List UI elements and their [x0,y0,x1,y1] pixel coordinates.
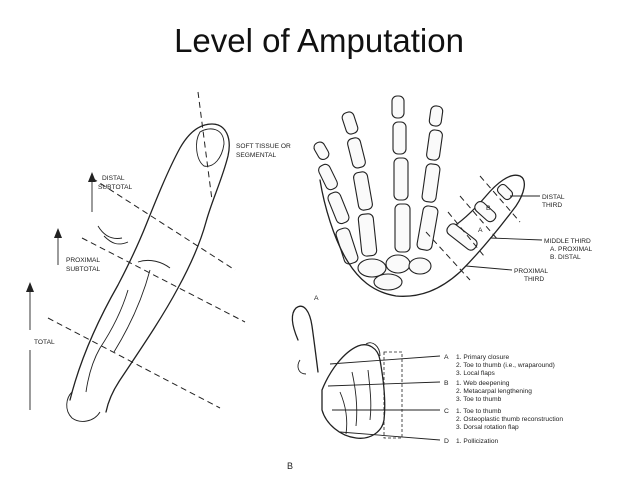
proximal-subtotal-line [81,237,246,323]
level-a-item-1: 1. Primary closure [456,354,509,361]
label-distal-third: DISTAL [542,194,565,201]
fingernail [196,128,225,167]
panel-b-hand [321,344,386,439]
level-c-item-3: 3. Dorsal rotation flap [456,424,519,431]
distal-subtotal-line [91,177,236,271]
total-level-line [47,317,221,409]
level-a-letter: A [444,354,449,361]
soft-tissue-level-line [197,91,213,201]
label-middle-b: B. DISTAL [550,254,581,261]
panel-a-thumb [291,305,319,373]
proximal-third-line [425,231,471,281]
finger-levels-figure: SOFT TISSUE OR SEGMENTAL DISTAL SUBTOTAL… [26,91,291,422]
panel-b-label: B [287,461,293,471]
level-c-letter: C [444,408,449,415]
level-d-item-1: 1. Pollicization [456,438,498,445]
label-proximal-subtotal: SUBTOTAL [66,266,101,273]
slide-title: Level of Amputation [174,22,464,59]
level-b-item-3: 3. Toe to thumb [456,396,502,403]
label-distal-third-2: THIRD [542,202,562,209]
label-soft-tissue: SOFT TISSUE OR [236,143,291,150]
label-middle-a: A. PROXIMAL [550,246,592,253]
finger-outline [69,123,230,413]
thumb-reconstruction-figure: A B A 1. Primary closure 2. Toe to thumb… [287,295,563,471]
level-b-item-2: 2. Metacarpal lengthening [456,388,532,395]
label-proximal-third: PROXIMAL [514,268,548,275]
level-b-letter: B [444,380,449,387]
level-a-line [329,355,441,365]
level-a-item-3: 3. Local flaps [456,370,496,377]
level-c-item-1: 1. Toe to thumb [456,408,502,415]
marker-a: A [478,227,483,234]
distal-third-line [479,175,521,223]
label-proximal: PROXIMAL [66,257,100,264]
level-a-item-2: 2. Toe to thumb (i.e., wraparound) [456,362,555,369]
level-c-item-2: 2. Osteoplastic thumb reconstruction [456,416,563,423]
level-b-item-1: 1. Web deepening [456,380,510,387]
label-distal: DISTAL [102,175,125,182]
label-total: TOTAL [34,339,55,346]
label-middle-third: MIDDLE THIRD [544,238,591,245]
marker-b: B [486,205,491,212]
level-d-letter: D [444,438,449,445]
hand-skeleton-figure: B A DISTAL THIRD MIDDLE THIRD A. PROXIMA… [313,95,592,297]
level-d-line [339,431,441,441]
label-segmental: SEGMENTAL [236,152,277,159]
label-distal-subtotal: SUBTOTAL [98,184,133,191]
panel-a-label: A [314,295,319,302]
label-proximal-third-2: THIRD [524,276,544,283]
